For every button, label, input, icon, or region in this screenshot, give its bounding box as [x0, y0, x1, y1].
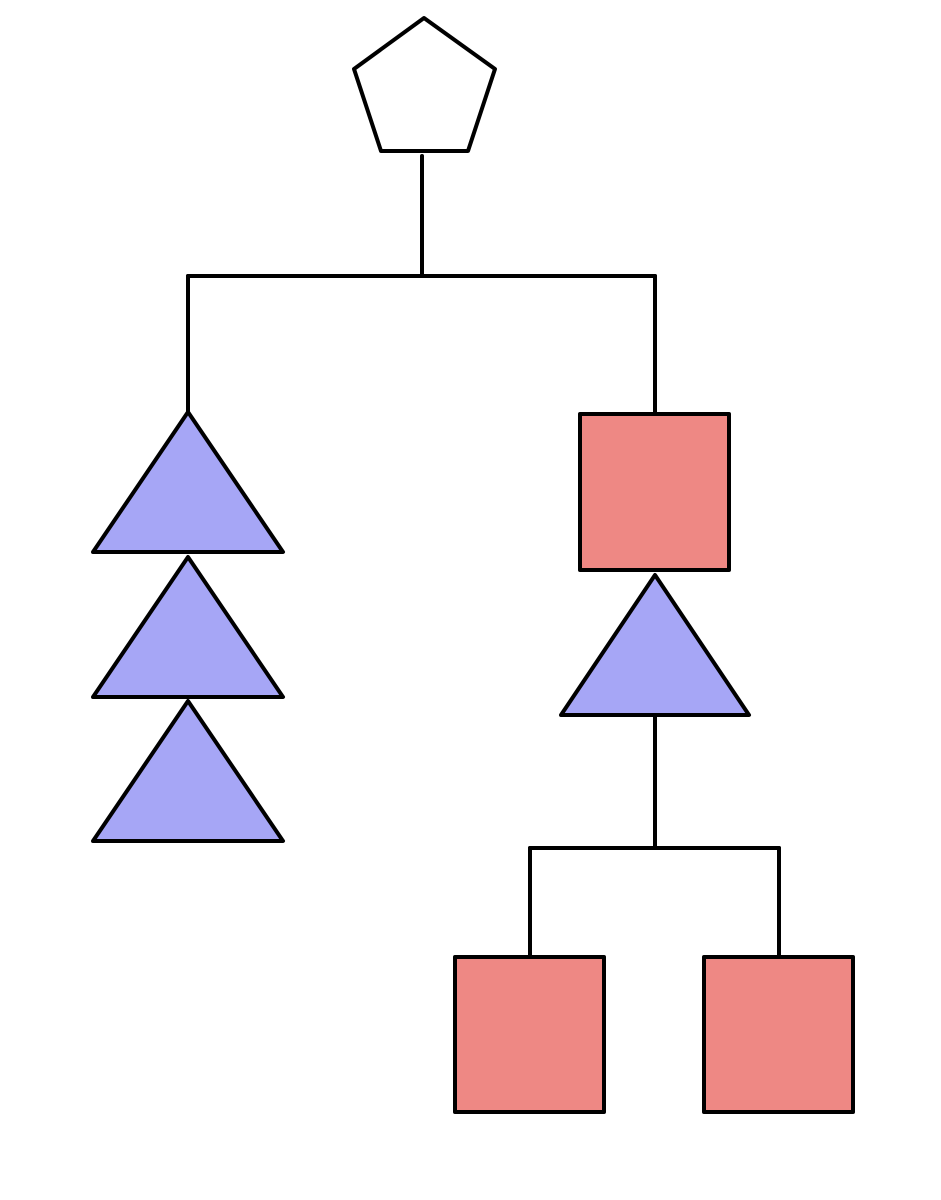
connector-lines [186, 154, 781, 959]
bottom-left-square [453, 955, 606, 1114]
bottom-right-square [702, 955, 855, 1114]
right-square [578, 412, 731, 572]
nodes [91, 16, 855, 1114]
left-triangle-3 [91, 699, 285, 843]
left-triangle-2 [91, 555, 285, 699]
left-triangle-1 [91, 410, 285, 554]
root-pentagon [352, 16, 497, 153]
right-triangle [559, 573, 751, 717]
